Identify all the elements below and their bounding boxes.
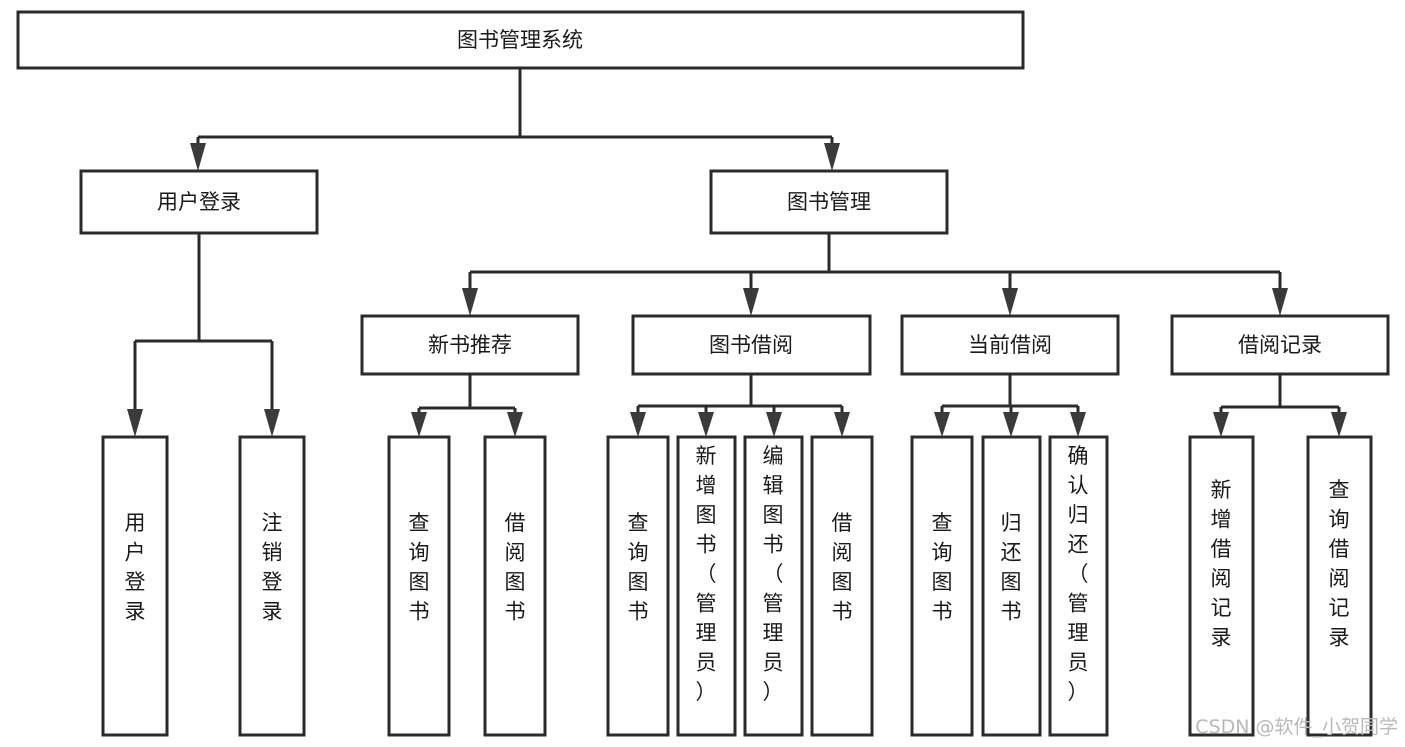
leaf-add-book-admin[interactable]: 新增图书（管理员）: [676, 435, 737, 737]
leaf-borrow-book-newrec[interactable]: 借阅图书: [483, 435, 547, 737]
arrow-head-icon: [698, 412, 714, 437]
leaf-query-borrow-record-box[interactable]: [1306, 435, 1373, 737]
arrow-head-icon: [1272, 288, 1288, 316]
leaf-add-book-admin-box[interactable]: [676, 435, 737, 737]
leaf-edit-book-admin-box[interactable]: [743, 435, 804, 737]
arrow-head-icon: [1070, 412, 1086, 437]
leaf-borrow-book[interactable]: 借阅图书: [810, 435, 874, 737]
arrow-head-icon: [766, 412, 782, 437]
node-current-borrow[interactable]: 当前借阅: [900, 314, 1120, 376]
csdn-watermark: CSDN @软件_小贺同学: [1195, 716, 1398, 738]
arrow-head-icon: [1002, 288, 1018, 316]
leaf-layer: 用户登录 注销登录 查询图书 借阅图书 查询图书 新增图书（管理员）: [101, 435, 1373, 737]
arrow-head-icon: [190, 143, 206, 171]
leaf-query-book-current-box[interactable]: [910, 435, 974, 737]
leaf-return-book-label: 归还图书: [1001, 511, 1022, 624]
node-book-management-label: 图书管理: [787, 190, 871, 214]
leaf-edit-book-admin[interactable]: 编辑图书（管理员）: [743, 435, 804, 737]
node-user-login[interactable]: 用户登录: [79, 169, 319, 235]
node-root-label: 图书管理系统: [457, 28, 583, 52]
node-borrow-record-box[interactable]: [1170, 314, 1390, 376]
leaf-query-book-borrow[interactable]: 查询图书: [606, 435, 670, 737]
node-user-login-label: 用户登录: [157, 190, 241, 214]
leaf-user-login-box[interactable]: [101, 435, 169, 737]
leaf-logout-label: 注销登录: [262, 511, 283, 624]
arrow-head-icon: [411, 412, 427, 437]
leaf-logout-box[interactable]: [238, 435, 306, 737]
arrow-head-icon: [507, 412, 523, 437]
node-root-box[interactable]: [16, 10, 1025, 70]
arrow-head-icon: [1331, 412, 1347, 437]
node-borrow-record[interactable]: 借阅记录: [1170, 314, 1390, 376]
node-current-borrow-box[interactable]: [900, 314, 1120, 376]
leaf-query-book-newrec-label: 查询图书: [409, 511, 430, 624]
arrow-head-icon: [743, 288, 759, 316]
leaf-user-login-label: 用户登录: [125, 511, 146, 624]
connector-layer: [127, 68, 1347, 437]
node-current-borrow-label: 当前借阅: [968, 333, 1052, 357]
leaf-add-book-admin-label: 新增图书（管理员）: [696, 444, 717, 704]
leaf-borrow-book-box[interactable]: [810, 435, 874, 737]
leaf-add-borrow-record-box[interactable]: [1188, 435, 1255, 737]
leaf-query-book-newrec[interactable]: 查询图书: [387, 435, 451, 737]
node-book-borrow-label: 图书借阅: [709, 333, 793, 357]
arrow-head-icon: [264, 409, 280, 437]
arrow-head-icon: [630, 412, 646, 437]
leaf-user-login[interactable]: 用户登录: [101, 435, 169, 737]
leaf-query-book-newrec-box[interactable]: [387, 435, 451, 737]
node-user-login-box[interactable]: [79, 169, 319, 235]
leaf-confirm-return-admin-box[interactable]: [1048, 435, 1109, 737]
leaf-return-book[interactable]: 归还图书: [981, 435, 1042, 737]
leaf-query-book-current-label: 查询图书: [932, 511, 953, 624]
leaf-logout[interactable]: 注销登录: [238, 435, 306, 737]
node-new-book-recommend-box[interactable]: [360, 314, 580, 376]
leaf-query-book-current[interactable]: 查询图书: [910, 435, 974, 737]
arrow-head-icon: [824, 143, 840, 171]
node-root[interactable]: 图书管理系统: [16, 10, 1025, 70]
arrow-head-icon: [1003, 412, 1019, 437]
node-book-borrow[interactable]: 图书借阅: [631, 314, 872, 376]
arrow-head-icon: [127, 409, 143, 437]
leaf-query-book-borrow-label: 查询图书: [628, 511, 649, 624]
leaf-add-borrow-record-label: 新增借阅记录: [1211, 478, 1232, 650]
arrow-head-icon: [1213, 412, 1229, 437]
leaf-query-borrow-record[interactable]: 查询借阅记录: [1306, 435, 1373, 737]
node-borrow-record-label: 借阅记录: [1238, 333, 1322, 357]
arrow-head-icon: [462, 288, 478, 316]
node-book-management[interactable]: 图书管理: [709, 169, 949, 235]
leaf-edit-book-admin-label: 编辑图书（管理员）: [763, 444, 784, 704]
leaf-confirm-return-admin-label: 确认归还（管理员）: [1068, 444, 1089, 704]
leaf-add-borrow-record[interactable]: 新增借阅记录: [1188, 435, 1255, 737]
leaf-confirm-return-admin[interactable]: 确认归还（管理员）: [1048, 435, 1109, 737]
node-book-management-box[interactable]: [709, 169, 949, 235]
leaf-borrow-book-newrec-label: 借阅图书: [505, 511, 526, 624]
node-book-borrow-box[interactable]: [631, 314, 872, 376]
leaf-query-book-borrow-box[interactable]: [606, 435, 670, 737]
leaf-return-book-box[interactable]: [981, 435, 1042, 737]
node-new-book-recommend[interactable]: 新书推荐: [360, 314, 580, 376]
arrow-head-icon: [834, 412, 850, 437]
leaf-borrow-book-newrec-box[interactable]: [483, 435, 547, 737]
leaf-borrow-book-label: 借阅图书: [832, 511, 853, 624]
leaf-query-borrow-record-label: 查询借阅记录: [1329, 478, 1350, 650]
arrow-head-icon: [934, 412, 950, 437]
node-new-book-recommend-label: 新书推荐: [428, 333, 512, 357]
